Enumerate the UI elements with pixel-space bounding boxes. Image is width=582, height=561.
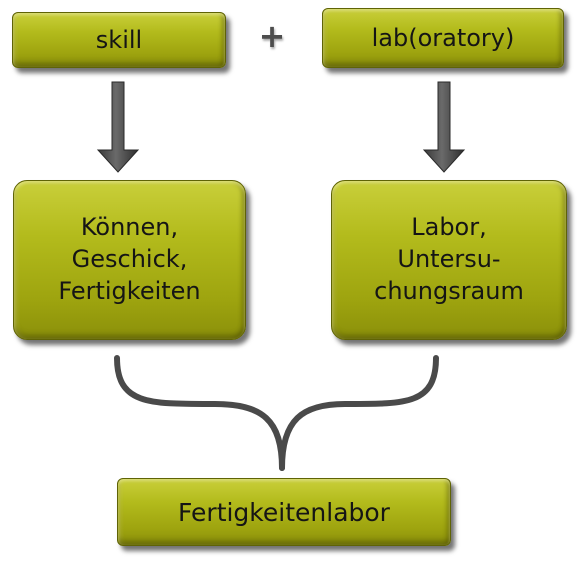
plus-icon: + (258, 17, 286, 55)
box-koennen: Können, Geschick, Fertigkeiten (13, 180, 246, 340)
box-koennen-label: Können, Geschick, Fertigkeiten (58, 213, 201, 305)
box-skill-label: skill (95, 26, 143, 54)
box-result-label: Fertigkeitenlabor (178, 497, 390, 527)
brace-connector (279, 355, 439, 471)
box-result: Fertigkeitenlabor (117, 478, 451, 546)
arrow-down-icon (422, 81, 466, 173)
box-lab: lab(oratory) (322, 8, 564, 68)
box-lab-label: lab(oratory) (371, 24, 515, 52)
box-skill: skill (12, 12, 226, 68)
arrow-down-icon (96, 81, 140, 173)
box-labor: Labor, Untersu- chungsraum (331, 180, 567, 340)
box-labor-label: Labor, Untersu- chungsraum (374, 213, 524, 305)
brace-connector (114, 355, 285, 471)
